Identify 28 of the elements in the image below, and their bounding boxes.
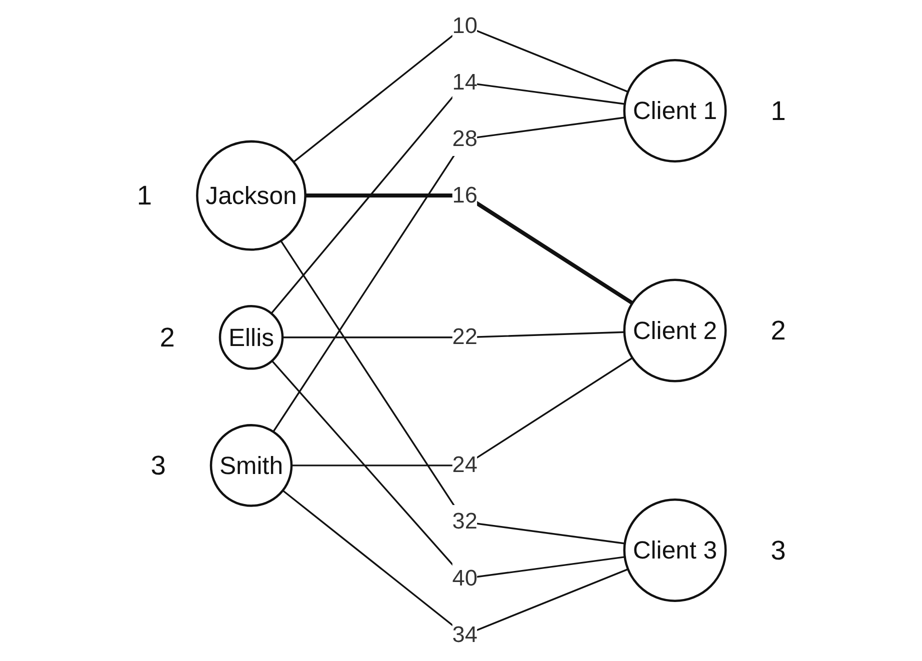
- row-number: 1: [770, 94, 786, 126]
- edge-label: 22: [452, 324, 478, 350]
- node-circle: Client 3: [622, 498, 726, 602]
- connector: [282, 331, 624, 338]
- node-circle: Client 2: [622, 278, 726, 382]
- edge-label: 32: [452, 510, 478, 534]
- edge-label: 28: [452, 126, 478, 152]
- row-number: 3: [150, 450, 166, 480]
- node-circle: Jackson: [196, 140, 306, 251]
- edge-label: 40: [452, 566, 478, 591]
- connector: [280, 240, 625, 544]
- edge-label: 10: [452, 14, 478, 38]
- connector: [270, 82, 625, 314]
- connector: [304, 194, 634, 305]
- edge-label: 14: [452, 70, 478, 95]
- node-circle: Smith: [209, 424, 292, 507]
- row-number: 2: [770, 314, 786, 346]
- edge-label: 16: [452, 183, 478, 208]
- node-circle: Ellis: [218, 305, 284, 370]
- connector: [291, 357, 632, 466]
- edge-label: 24: [452, 453, 478, 478]
- row-number: 3: [770, 534, 786, 566]
- row-number: 2: [159, 321, 174, 352]
- connector: [272, 116, 625, 432]
- row-number: 1: [136, 180, 152, 211]
- node-circle: Client 1: [622, 59, 726, 163]
- edge-label: 34: [452, 622, 478, 648]
- connector: [270, 360, 625, 580]
